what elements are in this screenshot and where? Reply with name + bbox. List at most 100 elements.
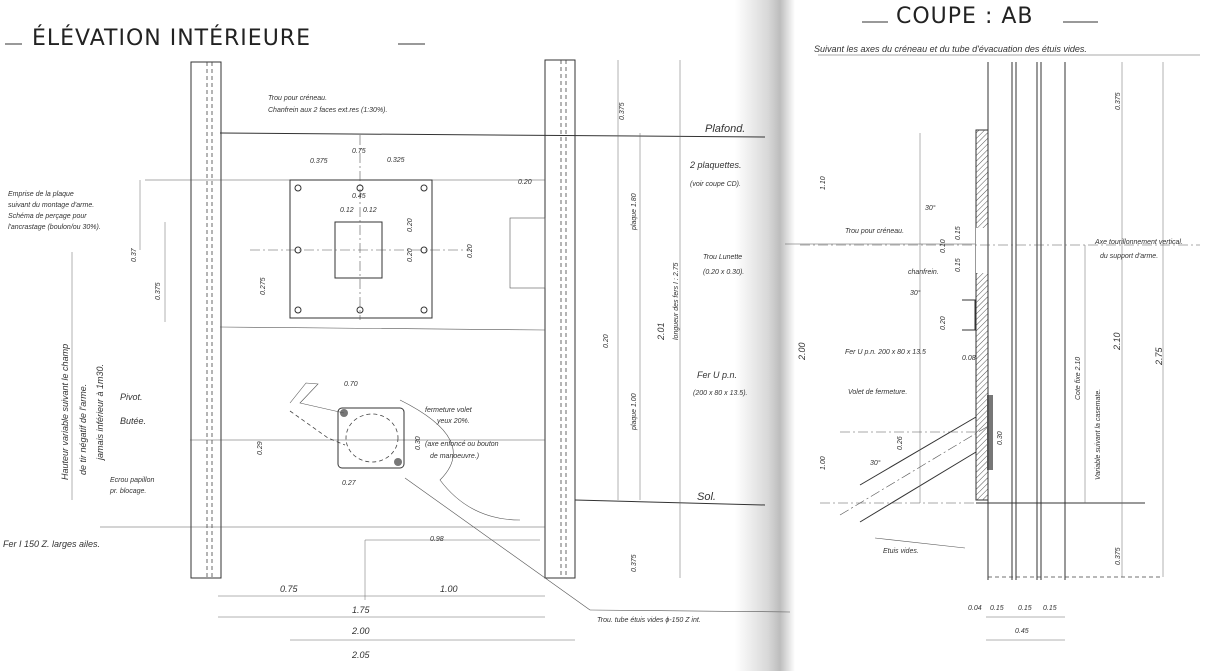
note-ecrou: Ecrou papillon (110, 477, 154, 484)
svg-text:0.70: 0.70 (344, 381, 358, 388)
coupe-note-axe: Axe tourillonnement vertical. (1094, 239, 1183, 246)
coupe-note-axe-2: du support d'arme. (1100, 253, 1158, 260)
right-i-beam (544, 59, 576, 579)
svg-text:0.98: 0.98 (430, 536, 444, 543)
svg-text:0.12: 0.12 (363, 207, 377, 214)
svg-text:plaque 1.00: plaque 1.00 (631, 393, 638, 431)
ceiling-line (219, 132, 766, 138)
svg-text:0.20: 0.20 (467, 244, 474, 258)
coupe-dim-210: 2.10 (1112, 332, 1122, 351)
coupe-dimensions: 0.375 1.10 2.00 1.00 30° 30° 30° 0.15 0.… (797, 92, 1122, 635)
svg-text:0.20: 0.20 (407, 248, 414, 262)
note-pivot: Pivot. (120, 392, 143, 402)
note-fermeture-4: de manoeuvre.) (430, 453, 479, 460)
coupe-note-cote-fixe: Cote fixe 2.10 (1075, 357, 1082, 400)
note-emprise: Emprise de la plaque (8, 191, 74, 198)
svg-text:0.27: 0.27 (342, 480, 357, 487)
mounting-plate (250, 135, 470, 320)
section-wall (962, 62, 1160, 580)
coupe-note-volet: Volet de fermeture. (848, 389, 907, 396)
note-emprise-4: l'ancrastage (boulon/ou 30%). (8, 224, 101, 231)
svg-text:plaque 1.80: plaque 1.80 (631, 193, 638, 231)
note-plafond: Plafond. (705, 123, 745, 135)
svg-text:30°: 30° (925, 204, 936, 212)
svg-text:1.00: 1.00 (440, 584, 458, 594)
left-i-beam (190, 61, 222, 579)
svg-text:0.10: 0.10 (940, 239, 947, 253)
page-gutter-shadow (735, 0, 795, 671)
svg-text:0.15: 0.15 (955, 226, 962, 240)
note-trou-lunette-2: (0.20 x 0.30). (703, 269, 744, 276)
coupe-note-fer-u: Fer U p.n. 200 x 80 x 13.5 (845, 349, 926, 356)
note-emprise-2: suivant du montage d'arme. (8, 202, 94, 209)
svg-text:2.00: 2.00 (797, 342, 807, 361)
svg-text:0.45: 0.45 (352, 193, 366, 200)
svg-text:0.29: 0.29 (257, 441, 264, 455)
svg-text:0.12: 0.12 (340, 207, 354, 214)
svg-text:ÉLÉVATION INTÉRIEURE: ÉLÉVATION INTÉRIEURE (32, 25, 311, 51)
svg-text:0.375: 0.375 (1115, 547, 1122, 565)
svg-text:0.375: 0.375 (631, 554, 638, 572)
note-fer-u: Fer U p.n. (697, 370, 737, 380)
svg-text:0.275: 0.275 (260, 277, 267, 295)
ejection-tube (839, 416, 991, 523)
note-hauteur-3: jamais inférieur à 1m30. (95, 364, 105, 461)
svg-text:0.15: 0.15 (1043, 605, 1057, 612)
svg-text:0.37: 0.37 (131, 247, 138, 262)
svg-text:0.20: 0.20 (407, 218, 414, 232)
note-fermeture-3: (axe enfoncé ou bouton (425, 441, 499, 448)
svg-text:0.30: 0.30 (415, 436, 422, 450)
coupe-note-variable: Variable suivant la casemate. (1095, 389, 1102, 480)
svg-text:0.15: 0.15 (990, 605, 1004, 612)
elevation-title: ÉLÉVATION INTÉRIEURE (5, 25, 425, 51)
note-fer-i: Fer I 150 Z. larges ailes. (3, 539, 100, 549)
svg-text:COUPE : AB: COUPE : AB (896, 4, 1034, 29)
note-butee: Butée. (120, 416, 146, 426)
coupe-note-etuis: Etuis vides. (883, 548, 919, 555)
note-hauteur-2: de tir négatif de l'arme. (78, 384, 88, 475)
svg-text:0.375: 0.375 (619, 102, 626, 120)
svg-text:2.01: 2.01 (656, 322, 666, 341)
svg-text:0.26: 0.26 (897, 436, 904, 450)
note-fermeture: fermeture volet (425, 407, 473, 414)
note-fermeture-2: yeux 20%. (436, 418, 470, 425)
svg-text:0.15: 0.15 (1018, 605, 1032, 612)
lunette-hole (509, 217, 546, 289)
svg-text:1.10: 1.10 (820, 176, 827, 190)
svg-text:0.30: 0.30 (997, 431, 1004, 445)
svg-text:0.75: 0.75 (352, 148, 366, 155)
svg-text:1.00: 1.00 (820, 456, 827, 470)
svg-text:0.375: 0.375 (1115, 92, 1122, 110)
svg-text:1.75: 1.75 (352, 605, 371, 615)
svg-text:30°: 30° (910, 289, 921, 297)
note-ecrou-2: pr. blocage. (109, 488, 146, 495)
svg-text:0.325: 0.325 (387, 157, 405, 164)
svg-text:0.75: 0.75 (280, 584, 299, 594)
svg-text:0.20: 0.20 (518, 179, 532, 186)
coupe-subtitle: Suivant les axes du créneau et du tube d… (814, 44, 1087, 54)
svg-text:0.45: 0.45 (1015, 628, 1029, 635)
svg-text:0.04: 0.04 (968, 605, 982, 612)
svg-text:0.15: 0.15 (955, 258, 962, 272)
note-fer-u-2: (200 x 80 x 13.5). (693, 390, 748, 397)
note-trou-creneau: Trou pour créneau. (268, 95, 327, 102)
note-emprise-3: Schéma de perçage pour (8, 213, 87, 220)
svg-text:30°: 30° (870, 459, 881, 467)
svg-text:2.05: 2.05 (351, 650, 371, 660)
coupe-note-trou-creneau: Trou pour créneau. (845, 228, 904, 235)
note-hauteur-variable: Hauteur variable suivant le champ (60, 344, 70, 480)
floor-line (574, 499, 766, 506)
svg-text:longueur des fers I : 2.75: longueur des fers I : 2.75 (673, 262, 680, 340)
note-trou-lunette: Trou Lunette (703, 254, 742, 261)
svg-text:0.08: 0.08 (962, 355, 976, 362)
coupe-title: COUPE : AB (862, 4, 1098, 29)
note-plaquettes-2: (voir coupe CD). (690, 181, 741, 188)
note-plaquettes: 2 plaquettes. (689, 160, 742, 170)
closure-flap (289, 382, 521, 521)
svg-text:0.20: 0.20 (940, 316, 947, 330)
elevation-dimensions: 0.75 0.375 0.325 0.45 0.12 0.12 0.20 0.2… (131, 102, 680, 660)
note-trou-tube: Trou. tube étuis vides ϕ-150 Z int. (597, 617, 701, 624)
svg-text:0.375: 0.375 (155, 282, 162, 300)
coupe-note-chanfrein: chanfrein. (908, 269, 939, 276)
